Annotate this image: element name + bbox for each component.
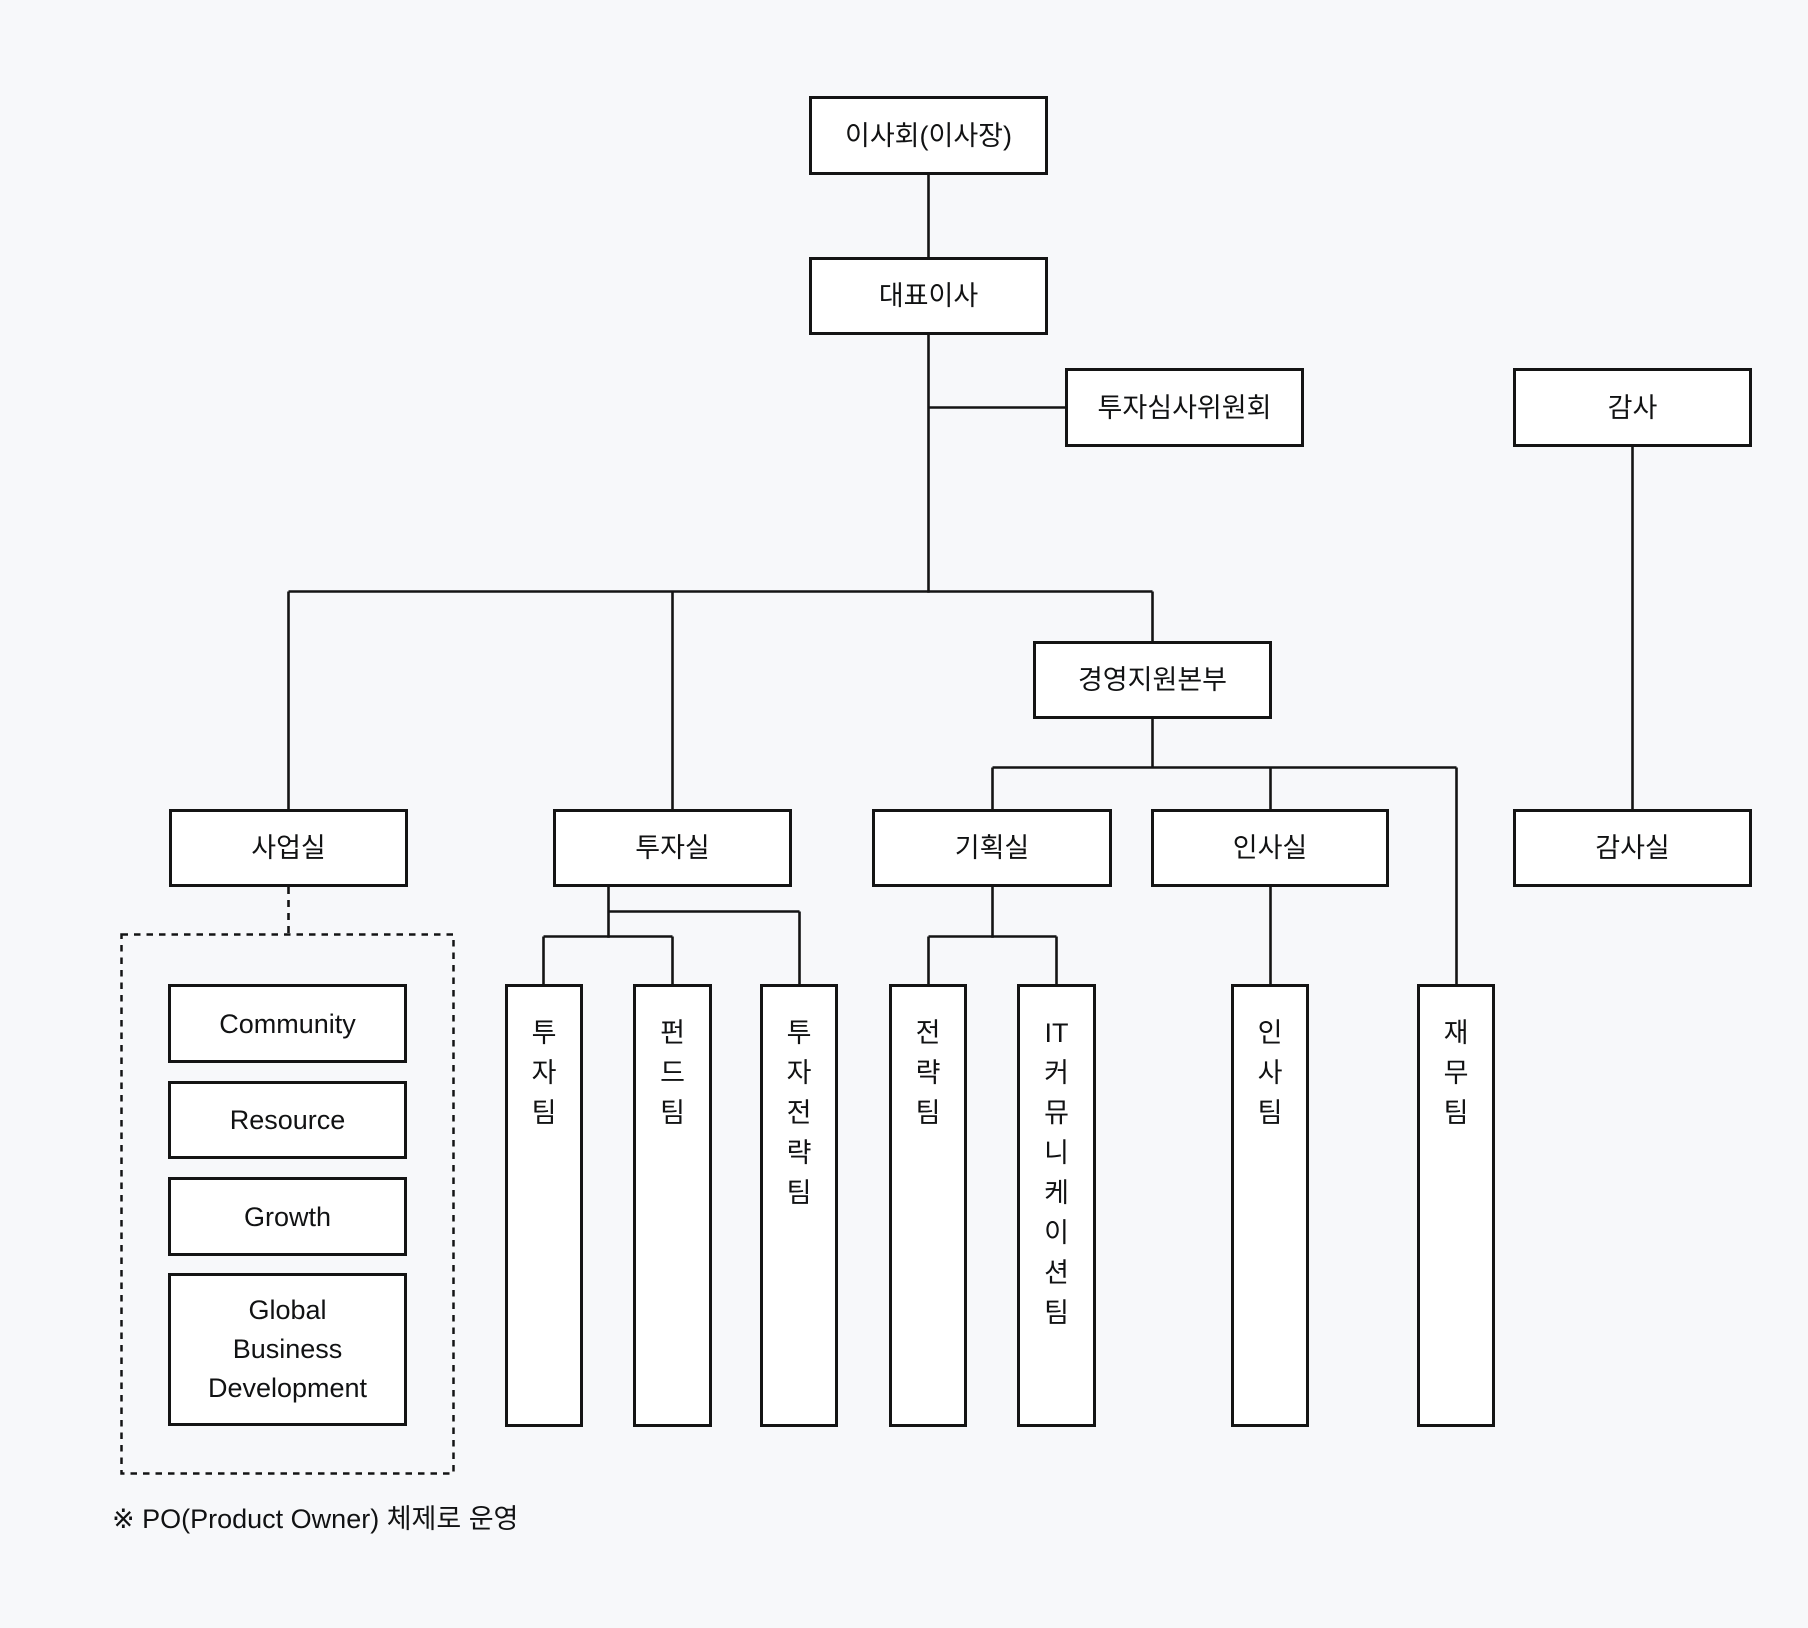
node-hr-team-label: 인 사 팀 <box>1257 1018 1283 1128</box>
node-community: Community <box>168 984 407 1063</box>
node-fund-team: 펀 드 팀 <box>633 984 712 1427</box>
node-investment-team-label: 투 자 팀 <box>531 1018 557 1128</box>
node-planning-office-label: 기획실 <box>954 833 1030 863</box>
node-it-communication-team: IT 커 뮤 니 케 이 션 팀 <box>1017 984 1096 1427</box>
po-footnote: ※ PO(Product Owner) 체제로 운영 <box>112 1504 519 1534</box>
node-business-office-label: 사업실 <box>251 833 326 863</box>
node-strategy-team: 전 략 팀 <box>889 984 967 1427</box>
node-it-communication-team-label: IT 커 뮤 니 케 이 션 팀 <box>1044 1018 1069 1328</box>
node-hr-team: 인 사 팀 <box>1231 984 1309 1427</box>
node-finance-team: 재 무 팀 <box>1417 984 1495 1427</box>
node-board: 이사회(이사장) <box>809 96 1048 175</box>
node-global-business-development-label: Global Business Development <box>207 1295 368 1403</box>
node-planning-office: 기획실 <box>872 809 1112 887</box>
node-board-label: 이사회(이사장) <box>844 120 1013 151</box>
node-hr-office-label: 인사실 <box>1232 833 1308 863</box>
node-resource: Resource <box>168 1081 407 1159</box>
node-hr-office: 인사실 <box>1151 809 1389 887</box>
node-investment-review-committee-label: 투자심사위원회 <box>1097 392 1272 423</box>
node-investment-office-label: 투자실 <box>635 833 710 863</box>
node-auditor: 감사 <box>1513 368 1752 447</box>
node-management-support-division-label: 경영지원본부 <box>1077 665 1228 695</box>
node-investment-review-committee: 투자심사위원회 <box>1065 368 1304 447</box>
node-investment-strategy-team-label: 투 자 전 략 팀 <box>786 1018 812 1208</box>
node-audit-office-label: 감사실 <box>1595 833 1670 863</box>
node-finance-team-label: 재 무 팀 <box>1443 1018 1469 1128</box>
node-fund-team-label: 펀 드 팀 <box>660 1018 685 1128</box>
node-strategy-team-label: 전 략 팀 <box>915 1018 941 1128</box>
node-management-support-division: 경영지원본부 <box>1033 641 1272 719</box>
node-auditor-label: 감사 <box>1607 392 1658 423</box>
node-growth-label: Growth <box>243 1201 332 1232</box>
node-global-business-development: Global Business Development <box>168 1273 407 1426</box>
node-audit-office: 감사실 <box>1513 809 1752 887</box>
node-resource-label: Resource <box>229 1105 346 1135</box>
po-group-dotted-box <box>120 933 455 1475</box>
node-investment-team: 투 자 팀 <box>505 984 583 1427</box>
node-investment-office: 투자실 <box>553 809 792 887</box>
node-investment-strategy-team: 투 자 전 략 팀 <box>760 984 838 1427</box>
node-growth: Growth <box>168 1177 407 1256</box>
node-ceo: 대표이사 <box>809 257 1048 335</box>
node-business-office: 사업실 <box>169 809 408 887</box>
node-ceo-label: 대표이사 <box>878 281 979 311</box>
node-community-label: Community <box>219 1008 356 1039</box>
